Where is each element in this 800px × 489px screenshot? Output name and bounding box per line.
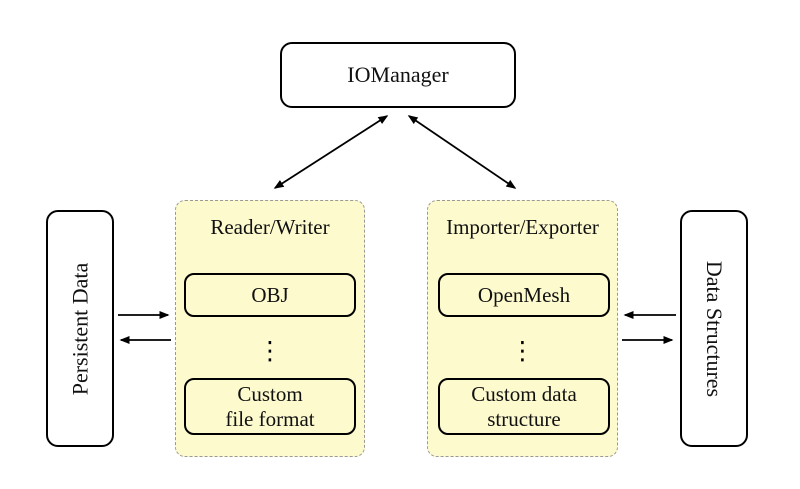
item-custom-data-structure: Custom data structure: [438, 378, 610, 435]
node-data-structures: Data Structures: [680, 210, 748, 447]
node-data-structures-label: Data Structures: [702, 260, 728, 397]
group-reader-writer-title: Reader/Writer: [210, 215, 330, 239]
item-openmesh: OpenMesh: [438, 273, 610, 317]
group-importer-exporter-title: Importer/Exporter: [446, 215, 599, 239]
arrow-iomanager-readerwriter: [273, 115, 389, 189]
ellipsis-reader-writer: ⋮: [257, 335, 283, 365]
node-iomanager: IOManager: [280, 42, 516, 108]
node-persistent-data: Persistent Data: [46, 210, 114, 447]
item-custom-file-format: Custom file format: [184, 378, 356, 435]
ellipsis-importer-exporter: ⋮: [510, 335, 535, 365]
node-persistent-data-label: Persistent Data: [67, 262, 92, 395]
node-iomanager-label: IOManager: [347, 62, 449, 87]
item-obj: OBJ: [184, 273, 356, 317]
arrow-iomanager-importerexporter: [407, 115, 517, 189]
